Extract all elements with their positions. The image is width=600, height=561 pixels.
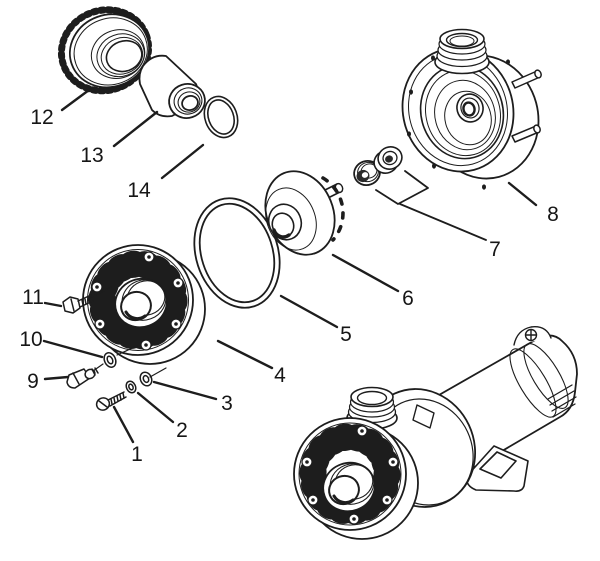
part-11-bolt (62, 294, 94, 314)
leader-9 (43, 375, 70, 381)
leader-lines (42, 88, 538, 444)
bolt-bosses (91, 251, 184, 351)
callout-11: 11 (22, 286, 44, 309)
part-14-o-ring (203, 95, 239, 139)
callout-10: 10 (19, 328, 42, 351)
leader-13 (112, 110, 159, 148)
callout-6: 6 (402, 287, 414, 310)
leader-8 (507, 181, 538, 207)
leader-6 (331, 253, 400, 293)
leader-1 (112, 405, 135, 444)
callout-4: 4 (274, 364, 286, 387)
leader-4 (216, 339, 274, 370)
callout-7: 7 (489, 238, 501, 261)
part-10-washer (103, 352, 117, 368)
callout-8: 8 (547, 203, 559, 226)
suction-port (434, 28, 490, 75)
part-7-shaft-seal (353, 146, 403, 187)
part-2-lock-washer (125, 380, 137, 394)
leader-12 (60, 88, 91, 112)
callout-9: 9 (27, 370, 39, 393)
callout-12: 12 (30, 106, 53, 129)
leader-5 (279, 294, 339, 329)
part-8-volute-housing (401, 28, 542, 190)
part-13-tailpiece (138, 54, 206, 119)
lift-eye-screw (513, 326, 552, 346)
leader-10 (42, 339, 104, 359)
callout-13: 13 (80, 144, 103, 167)
flange-bolt-holes (407, 55, 510, 190)
leader-7 (375, 170, 487, 241)
callout-5: 5 (340, 323, 352, 346)
part-1-screw (95, 391, 127, 411)
leader-11 (43, 301, 63, 308)
callout-14: 14 (127, 179, 151, 202)
callout-labels: 1 2 3 4 5 6 7 8 9 10 11 12 13 14 (19, 106, 559, 466)
vent-ribs (547, 384, 577, 418)
callout-1: 1 (131, 443, 143, 466)
callout-2: 2 (176, 419, 188, 442)
mounting-studs (511, 69, 542, 143)
part-12-union-nut (57, 6, 153, 95)
assembled-bolt-bosses (301, 425, 399, 525)
part-9-drain-plug (66, 367, 99, 389)
callout-3: 3 (221, 392, 233, 415)
part-3-flat-washer (139, 371, 153, 387)
motor-foot (465, 445, 529, 492)
part-6-impeller (264, 170, 345, 256)
leader-3 (152, 380, 218, 401)
motor-assembly (293, 326, 578, 540)
part-4-face-plate (82, 244, 206, 365)
alignment-axes (87, 286, 167, 378)
leader-14 (160, 143, 205, 180)
leader-2 (136, 391, 175, 424)
